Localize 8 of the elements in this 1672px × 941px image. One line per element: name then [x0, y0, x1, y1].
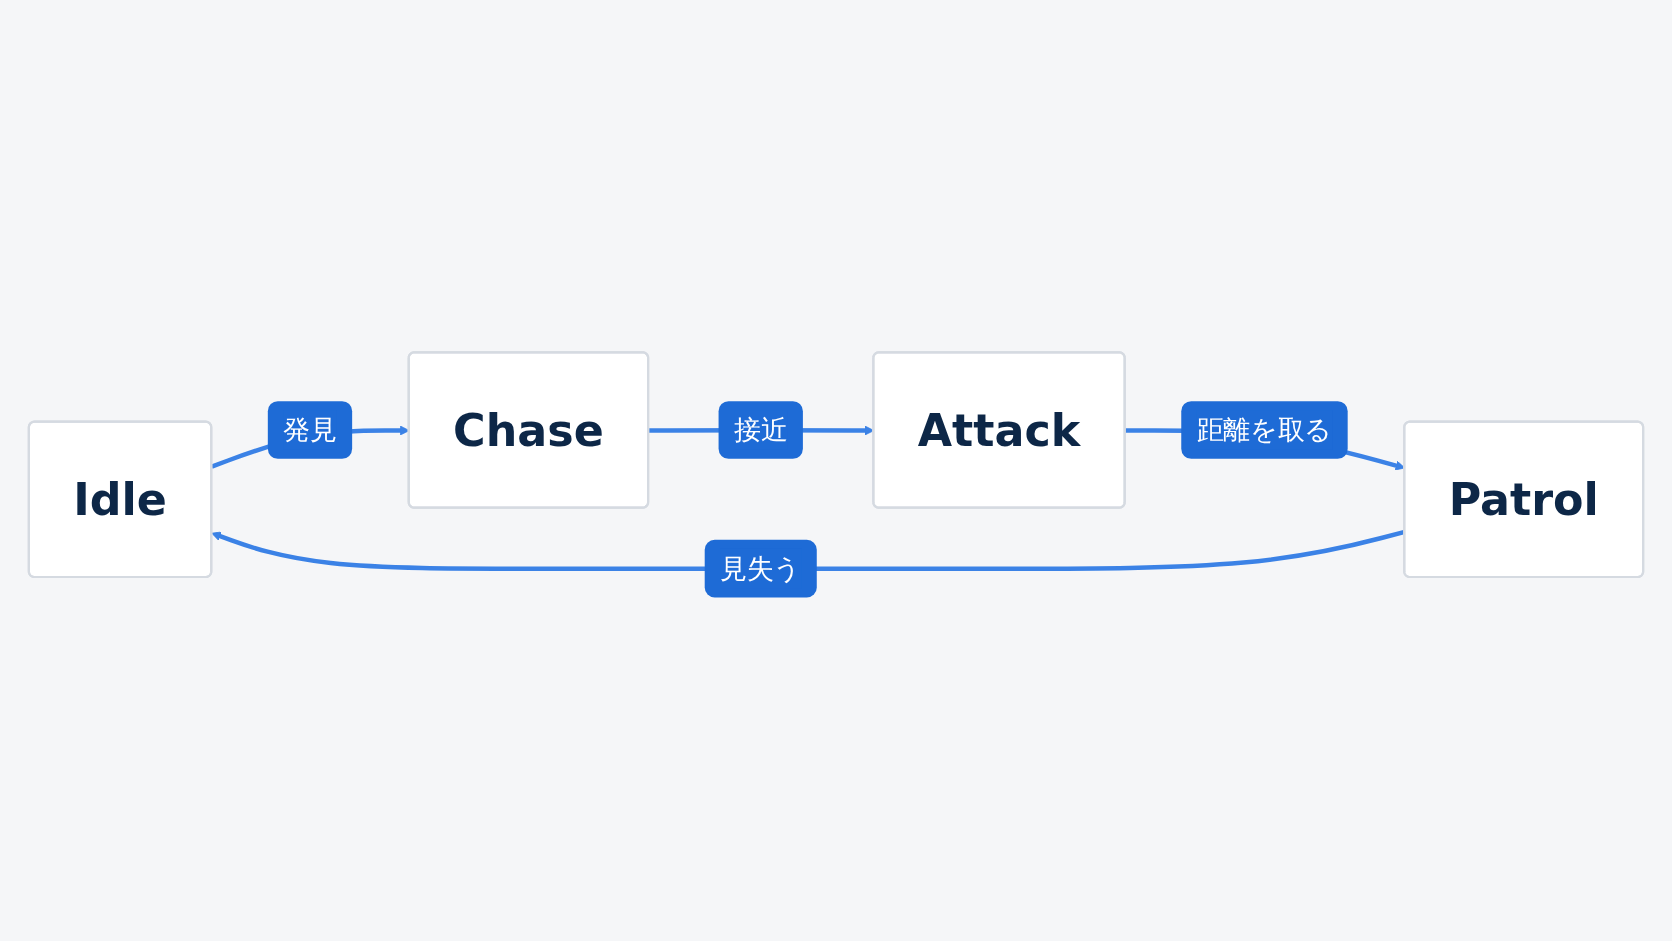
state-box: Patrol	[1403, 420, 1645, 579]
state-box: Attack	[872, 351, 1126, 509]
edge-label: 発見	[267, 401, 353, 459]
edge-label: 見失う	[704, 539, 817, 598]
edge-label: 距離を取る	[1181, 401, 1348, 459]
state-box: Idle	[27, 420, 213, 579]
edge-label: 接近	[718, 401, 803, 459]
state-box: Chase	[407, 351, 650, 509]
